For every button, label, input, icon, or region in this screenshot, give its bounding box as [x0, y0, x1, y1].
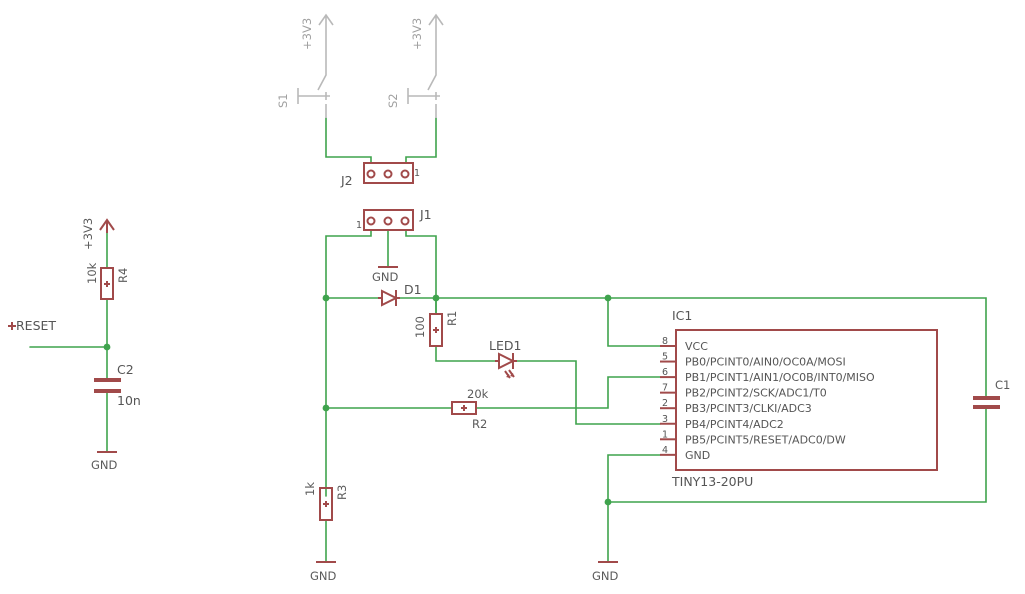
ic1-pin-label: GND — [685, 449, 710, 462]
gnd-label: GND — [91, 458, 118, 472]
gnd-symbol-c2: GND — [91, 451, 118, 472]
j2-label: J2 — [340, 173, 353, 188]
resistor-r1: 100 R1 — [413, 297, 459, 347]
junction — [322, 294, 330, 302]
gnd-label: GND — [310, 569, 337, 583]
c1-label: C1 — [995, 378, 1010, 392]
wire-r2-pin6 — [475, 376, 661, 409]
ic1-pin-label: PB1/PCINT1/AIN1/OC0B/INT0/MISO — [685, 371, 875, 384]
ic1-pin-number: 4 — [662, 445, 668, 456]
ic1-pin-number: 8 — [662, 336, 668, 347]
r3-value: 1k — [303, 482, 317, 496]
ic1-pin-number: 5 — [662, 352, 668, 363]
r1-value: 100 — [413, 316, 427, 338]
resistor-r4: 10k R4 — [85, 262, 130, 300]
j1-label: J1 — [419, 207, 432, 222]
wire-vcc-pin8 — [607, 297, 661, 347]
ic1-pins: 8 VCC 5 PB0/PCINT0/AIN0/OC0A/MOSI 6 PB1/PCINT… — [660, 336, 875, 462]
j2-pin1-label: 1 — [414, 168, 420, 179]
wire-r1-led — [435, 345, 496, 362]
r1-label: R1 — [445, 311, 459, 326]
led-led1: LED1 — [489, 338, 521, 379]
wires — [29, 117, 987, 563]
wire-j1-pin1 — [325, 229, 372, 497]
diode-d1: D1 — [378, 282, 422, 307]
d1-label: D1 — [404, 282, 422, 297]
j1-pin1-label: 1 — [356, 220, 362, 231]
ic1-label: IC1 — [672, 308, 692, 323]
ic1-pin-label: VCC — [685, 340, 708, 353]
ic1-pin-label: PB5/PCINT5/RESET/ADC0/DW — [685, 433, 846, 446]
vcc-symbol-s1: +3V3 — [300, 13, 334, 50]
ic-ic1: IC1 TINY13-20PU 8 VCC 5 PB0/PCINT0/AIN0/OC0… — [660, 308, 938, 489]
ic1-pin-number: 7 — [662, 383, 668, 394]
ic1-pin-label: PB2/PCINT2/SCK/ADC1/T0 — [685, 387, 827, 400]
c2-label: C2 — [117, 362, 134, 377]
connector-j1: J1 1 — [356, 207, 432, 231]
switch-s1: S1 — [276, 42, 330, 118]
wire-gnd-pin4 — [607, 454, 661, 563]
s1-label: S1 — [276, 93, 290, 108]
capacitor-c1: C1 — [973, 378, 1010, 409]
ic1-pin-number: 2 — [662, 398, 668, 409]
led1-label: LED1 — [489, 338, 521, 353]
gnd-symbol-ic1: GND — [592, 561, 619, 583]
junction — [604, 294, 612, 302]
ic1-value: TINY13-20PU — [671, 474, 753, 489]
c2-value: 10n — [117, 393, 141, 408]
resistor-r2: 20k R2 — [451, 387, 489, 431]
r3-label: R3 — [335, 485, 349, 500]
reset-label: RESET — [16, 318, 56, 333]
switch-s2: S2 — [386, 42, 440, 118]
vcc-label: +3V3 — [81, 218, 95, 250]
vcc-label: +3V3 — [410, 18, 424, 50]
vcc-label: +3V3 — [300, 18, 314, 50]
vcc-symbol-s2: +3V3 — [410, 13, 444, 50]
reset-net: RESET — [8, 318, 56, 333]
ic1-pin-label: PB4/PCINT4/ADC2 — [685, 418, 784, 431]
ic1-pin-label: PB0/PCINT0/AIN0/OC0A/MOSI — [685, 356, 846, 369]
connector-j2: J2 1 — [340, 162, 420, 188]
r2-value: 20k — [467, 387, 489, 401]
r2-label: R2 — [472, 417, 487, 431]
s2-label: S2 — [386, 93, 400, 108]
r4-label: R4 — [116, 268, 130, 283]
wire-c1-gnd — [607, 408, 987, 503]
gnd-label: GND — [372, 270, 399, 284]
ic1-pin-number: 1 — [662, 429, 668, 440]
junction — [103, 343, 111, 351]
wire-d1-rail — [399, 297, 987, 397]
wire-led-pin3 — [516, 360, 661, 425]
ic1-pin-label: PB3/PCINT3/CLKI/ADC3 — [685, 402, 812, 415]
gnd-label: GND — [592, 569, 619, 583]
junction — [604, 498, 612, 506]
resistor-r3: 1k R3 — [303, 482, 349, 521]
wire-s2-j2 — [405, 117, 437, 164]
gnd-symbol-j1: GND — [372, 266, 399, 284]
r4-value: 10k — [85, 262, 99, 284]
ic1-pin-number: 3 — [662, 414, 668, 425]
wire-s1-j2 — [325, 117, 372, 164]
ic1-pin-number: 6 — [662, 367, 668, 378]
gnd-symbol-r3: GND — [310, 561, 337, 583]
junction — [322, 404, 330, 412]
capacitor-c2: C2 10n — [94, 362, 141, 408]
vcc-symbol-r4: +3V3 — [81, 218, 115, 250]
wire-j1-pin3 — [405, 229, 437, 315]
